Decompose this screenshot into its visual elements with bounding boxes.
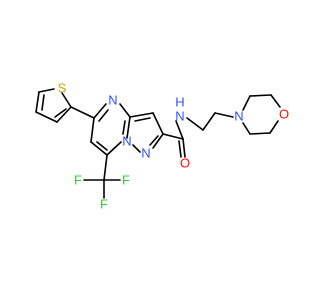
atom-label-f: F xyxy=(122,173,130,188)
amide-group xyxy=(162,120,186,158)
molecule-structure: S N N N N H O N O F F F xyxy=(35,81,289,212)
bond xyxy=(202,112,216,131)
bond xyxy=(152,112,164,135)
bond xyxy=(175,120,184,140)
bond xyxy=(61,92,72,108)
double-bond xyxy=(96,141,108,151)
atom-label-f: F xyxy=(74,173,82,188)
atom-label-f: F xyxy=(100,197,108,212)
bond xyxy=(56,106,72,123)
bond xyxy=(249,94,272,97)
double-bond xyxy=(41,94,45,111)
bond xyxy=(269,120,279,134)
double-bond xyxy=(54,108,67,118)
bond xyxy=(119,103,131,118)
bond xyxy=(35,91,40,113)
atom-label-o: O xyxy=(180,156,190,171)
bond xyxy=(132,144,141,153)
bond xyxy=(90,141,108,156)
bond xyxy=(103,154,108,181)
bond xyxy=(270,94,281,108)
atom-label-n: N xyxy=(108,93,117,108)
bond xyxy=(126,116,131,139)
bond xyxy=(162,133,184,140)
atom-label-n: N xyxy=(175,109,184,124)
pyrimidine-ring xyxy=(90,103,131,156)
trifluoromethyl-group xyxy=(83,154,121,199)
bond xyxy=(186,117,204,131)
bond xyxy=(214,112,234,118)
atom-label-n: N xyxy=(122,134,131,149)
morpholine-ring xyxy=(242,94,281,135)
thiophene-ring xyxy=(35,88,72,123)
bond xyxy=(249,132,271,135)
bond xyxy=(242,95,251,111)
double-bond xyxy=(134,117,151,122)
bond xyxy=(93,103,107,119)
bond xyxy=(152,133,164,149)
double-bond xyxy=(182,138,186,158)
bond xyxy=(106,141,122,156)
atom-label-o: O xyxy=(279,107,289,122)
atom-label-n: N xyxy=(234,109,243,124)
atom-label-n: N xyxy=(141,146,150,161)
double-bond xyxy=(98,109,109,122)
bond xyxy=(70,106,95,119)
double-bond xyxy=(178,140,182,158)
atom-label-s: S xyxy=(58,81,67,96)
bond xyxy=(242,122,251,135)
bond xyxy=(90,117,95,143)
double-bond xyxy=(149,135,159,146)
pyrazole-ring xyxy=(129,112,164,153)
atom-label-h: H xyxy=(175,95,184,110)
bond xyxy=(38,88,55,93)
double-bond xyxy=(122,120,126,135)
bond xyxy=(129,112,154,118)
ethyl-linker xyxy=(186,112,234,131)
bond xyxy=(35,111,58,123)
